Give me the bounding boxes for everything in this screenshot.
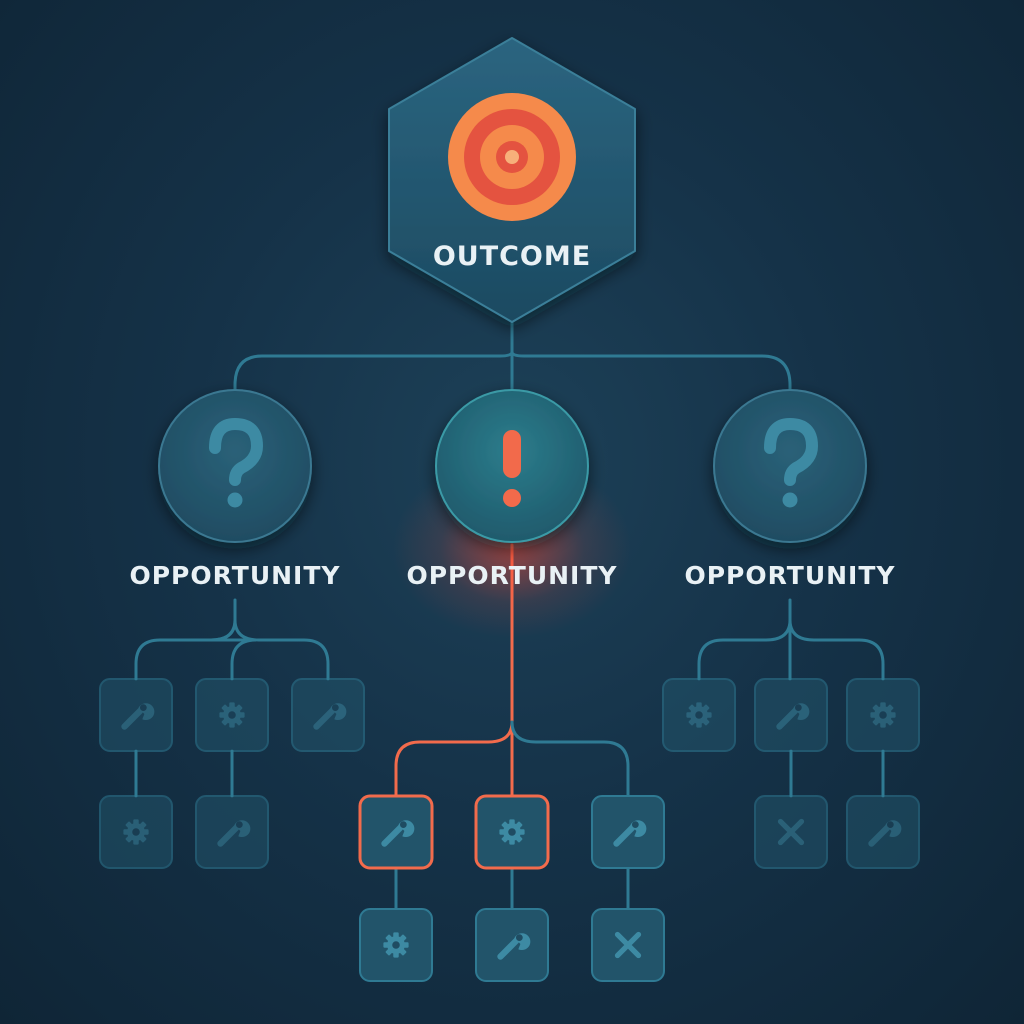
solution-node-14 bbox=[846, 678, 920, 752]
solution-node-6 bbox=[358, 794, 434, 870]
question-mark-icon bbox=[209, 417, 264, 508]
connector-solution-branch bbox=[697, 618, 792, 681]
gear-icon bbox=[383, 932, 409, 958]
opportunity-label: OPPORTUNITY bbox=[406, 561, 617, 590]
connector-solution-branch bbox=[233, 618, 330, 681]
solution-node-3 bbox=[291, 678, 365, 752]
gear-icon bbox=[870, 702, 896, 728]
connector-solution-branch bbox=[134, 618, 237, 681]
solution-node-13 bbox=[754, 678, 828, 752]
gear-icon bbox=[219, 702, 245, 728]
wrench-icon bbox=[381, 820, 415, 847]
solution-node-12 bbox=[662, 678, 736, 752]
connector-solution-branch bbox=[510, 720, 630, 798]
solution-node-7 bbox=[474, 794, 550, 870]
tree-nodes: OUTCOME OPPORTUNITY OPPORTUNITY OPPORTUNITY bbox=[99, 37, 920, 982]
wrench-icon bbox=[613, 820, 647, 847]
exclamation-mark-icon bbox=[503, 430, 521, 507]
solution-node-8 bbox=[591, 795, 665, 869]
opportunity-label: OPPORTUNITY bbox=[684, 561, 895, 590]
solution-node-5 bbox=[195, 795, 269, 869]
wrench-icon bbox=[217, 820, 251, 847]
outcome-label: OUTCOME bbox=[433, 241, 591, 272]
wrench-icon bbox=[868, 820, 902, 847]
gear-icon bbox=[499, 819, 525, 845]
solution-node-16 bbox=[846, 795, 920, 869]
connector-solution-branch bbox=[394, 720, 514, 798]
connector-solution-branch bbox=[788, 618, 885, 681]
solution-node-4 bbox=[99, 795, 173, 869]
solution-node-2 bbox=[195, 678, 269, 752]
gear-icon bbox=[123, 819, 149, 845]
solution-node-11 bbox=[591, 908, 665, 982]
solution-node-15 bbox=[754, 795, 828, 869]
opportunity-node-1 bbox=[158, 389, 312, 543]
outcome-node: OUTCOME bbox=[388, 37, 636, 323]
opportunity-label: OPPORTUNITY bbox=[129, 561, 340, 590]
solution-node-9 bbox=[359, 908, 433, 982]
opportunity-node-2 bbox=[435, 389, 589, 543]
connector-outcome-left bbox=[233, 350, 514, 394]
wrench-icon bbox=[497, 933, 531, 960]
wrench-icon bbox=[313, 703, 347, 730]
solution-node-1 bbox=[99, 678, 173, 752]
wrench-icon bbox=[121, 703, 155, 730]
gear-icon bbox=[686, 702, 712, 728]
wrench-icon bbox=[776, 703, 810, 730]
target-icon bbox=[448, 93, 576, 221]
connector-outcome-right bbox=[510, 350, 792, 394]
connector-solution-branch bbox=[210, 618, 257, 681]
cross-tools-icon bbox=[614, 931, 642, 959]
question-mark-icon bbox=[764, 417, 819, 508]
solution-node-10 bbox=[475, 908, 549, 982]
cross-tools-icon bbox=[777, 818, 805, 846]
opportunity-node-3 bbox=[713, 389, 867, 543]
